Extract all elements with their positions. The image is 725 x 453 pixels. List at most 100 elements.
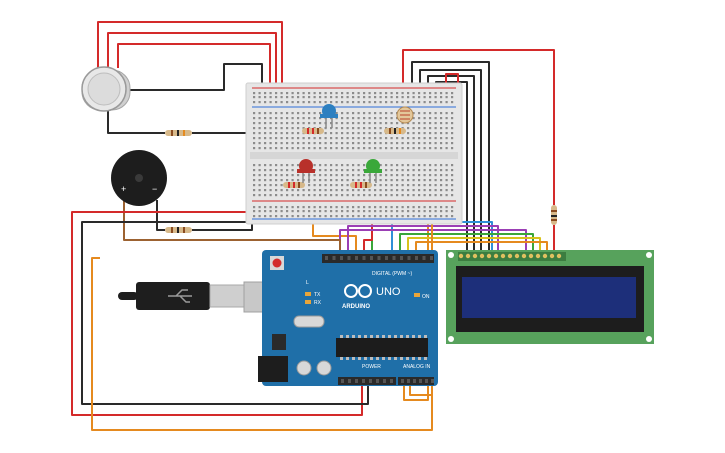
breadboard-hole bbox=[286, 101, 289, 104]
breadboard-hole bbox=[357, 164, 360, 167]
digital-pin bbox=[332, 256, 336, 260]
breadboard-hole bbox=[412, 137, 415, 140]
breadboard-hole bbox=[357, 122, 360, 125]
breadboard-hole bbox=[264, 215, 267, 218]
breadboard-hole bbox=[379, 101, 382, 104]
breadboard-hole bbox=[434, 215, 437, 218]
breadboard-hole bbox=[275, 92, 278, 95]
breadboard-hole bbox=[451, 169, 454, 172]
chip-leg bbox=[346, 335, 349, 338]
breadboard-hole bbox=[379, 189, 382, 192]
breadboard-hole bbox=[275, 215, 278, 218]
breadboard-hole bbox=[291, 127, 294, 130]
breadboard-hole bbox=[330, 96, 333, 99]
breadboard-hole bbox=[407, 215, 410, 218]
arduino-model-label: UNO bbox=[376, 286, 401, 298]
lcd-pin bbox=[465, 253, 471, 259]
breadboard-hole bbox=[335, 117, 338, 120]
breadboard-hole bbox=[407, 92, 410, 95]
usb-icon bbox=[168, 289, 192, 303]
breadboard-hole bbox=[434, 210, 437, 213]
chip-leg bbox=[376, 335, 379, 338]
breadboard-hole bbox=[264, 142, 267, 145]
breadboard-hole bbox=[429, 122, 432, 125]
chip-leg bbox=[418, 335, 421, 338]
wire-buzzer-brown bbox=[123, 200, 341, 255]
analog-pin bbox=[431, 379, 434, 383]
breadboard-hole bbox=[429, 164, 432, 167]
chip-leg bbox=[412, 335, 415, 338]
chip-leg bbox=[346, 357, 349, 360]
breadboard-hole bbox=[258, 179, 261, 182]
breadboard-hole bbox=[258, 174, 261, 177]
breadboard-hole bbox=[253, 112, 256, 115]
breadboard-hole bbox=[429, 132, 432, 135]
breadboard-hole bbox=[280, 169, 283, 172]
resistors bbox=[165, 128, 557, 233]
breadboard-hole bbox=[412, 96, 415, 99]
breadboard-hole bbox=[324, 132, 327, 135]
breadboard-hole bbox=[341, 206, 344, 209]
breadboard-hole bbox=[412, 215, 415, 218]
wire-sensor-red-3 bbox=[117, 43, 271, 100]
breadboard-hole bbox=[341, 189, 344, 192]
analog-pin bbox=[401, 379, 404, 383]
power-header-label: POWER bbox=[362, 364, 381, 370]
breadboard-hole bbox=[253, 101, 256, 104]
breadboard-hole bbox=[275, 147, 278, 150]
breadboard-hole bbox=[286, 142, 289, 145]
breadboard-hole bbox=[308, 92, 311, 95]
breadboard-hole bbox=[275, 194, 278, 197]
breadboard-hole bbox=[451, 96, 454, 99]
analog-pin bbox=[413, 379, 416, 383]
breadboard-hole bbox=[335, 189, 338, 192]
breadboard-hole bbox=[357, 132, 360, 135]
breadboard-hole bbox=[346, 101, 349, 104]
breadboard-hole bbox=[297, 210, 300, 213]
breadboard-hole bbox=[253, 169, 256, 172]
breadboard-hole bbox=[330, 142, 333, 145]
breadboard-hole bbox=[308, 117, 311, 120]
wire-data-yellow bbox=[407, 237, 541, 255]
breadboard-hole bbox=[379, 117, 382, 120]
breadboard-hole bbox=[401, 142, 404, 145]
breadboard-hole bbox=[363, 96, 366, 99]
capacitor-2 bbox=[316, 360, 332, 376]
breadboard-hole bbox=[390, 184, 393, 187]
breadboard-hole bbox=[319, 164, 322, 167]
breadboard-hole bbox=[379, 112, 382, 115]
digital-pin bbox=[340, 256, 343, 260]
breadboard-hole bbox=[308, 184, 311, 187]
breadboard-hole bbox=[401, 189, 404, 192]
breadboard-hole bbox=[291, 194, 294, 197]
breadboard-hole bbox=[302, 122, 305, 125]
breadboard-hole bbox=[352, 206, 355, 209]
breadboard-hole bbox=[423, 164, 426, 167]
breadboard-hole bbox=[341, 127, 344, 130]
breadboard-hole bbox=[297, 194, 300, 197]
reset-button-cap[interactable] bbox=[272, 258, 282, 268]
breadboard-hole bbox=[451, 147, 454, 150]
breadboard-hole bbox=[374, 147, 377, 150]
breadboard-hole bbox=[434, 142, 437, 145]
breadboard-hole bbox=[308, 112, 311, 115]
breadboard-hole bbox=[313, 189, 316, 192]
breadboard-hole bbox=[374, 101, 377, 104]
breadboard-hole bbox=[434, 96, 437, 99]
breadboard-hole bbox=[297, 132, 300, 135]
lcd-pin bbox=[493, 253, 499, 259]
breadboard-hole bbox=[390, 142, 393, 145]
breadboard-hole bbox=[440, 117, 443, 120]
breadboard-hole bbox=[390, 169, 393, 172]
breadboard-hole bbox=[319, 96, 322, 99]
breadboard-hole bbox=[379, 142, 382, 145]
breadboard-hole bbox=[429, 137, 432, 140]
led-red bbox=[297, 159, 315, 183]
breadboard-hole bbox=[313, 137, 316, 140]
breadboard-hole bbox=[434, 147, 437, 150]
breadboard-hole bbox=[407, 206, 410, 209]
breadboard-hole bbox=[412, 169, 415, 172]
breadboard-hole bbox=[418, 92, 421, 95]
breadboard-hole bbox=[374, 127, 377, 130]
breadboard-hole bbox=[313, 164, 316, 167]
